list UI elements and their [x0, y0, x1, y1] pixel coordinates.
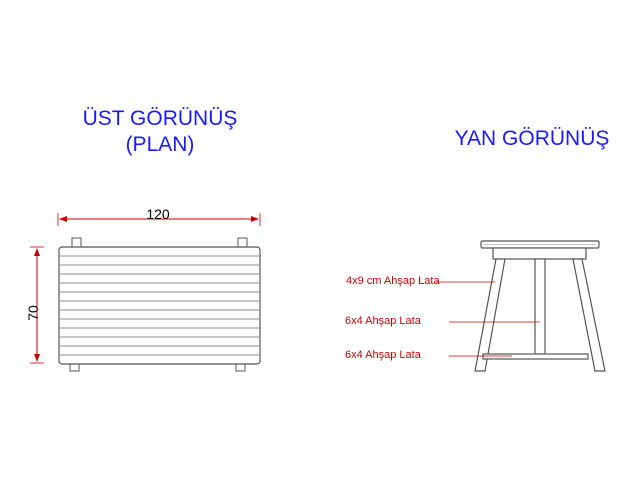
annotation-center-post: 6x4 Ahşap Lata — [345, 315, 421, 327]
dimension-width — [57, 213, 261, 226]
dimension-width-label: 120 — [146, 206, 170, 222]
side-view — [474, 240, 606, 372]
top-view-title-line1: ÜST GÖRÜNÜŞ — [82, 107, 238, 130]
bench-top-slats — [60, 255, 259, 356]
side-view-title: YAN GÖRÜNÜŞ — [454, 127, 610, 150]
side-center-post — [534, 258, 546, 355]
bench-top-outline — [58, 246, 261, 365]
side-lower-stretcher — [482, 353, 589, 360]
dimension-depth-label: 70 — [25, 305, 41, 321]
top-view-plan — [58, 237, 261, 372]
annotation-leaders — [436, 281, 540, 357]
dimension-depth — [30, 246, 44, 364]
top-view-title: ÜST GÖRÜNÜŞ (PLAN) — [40, 106, 280, 158]
side-apron — [492, 247, 587, 260]
annotation-top-board: 4x9 cm Ahşap Lata — [346, 275, 440, 287]
side-leg-right — [572, 258, 606, 372]
top-view-title-line2: (PLAN) — [125, 133, 195, 156]
side-leg-left — [474, 258, 506, 372]
annotation-lower-stretcher: 6x4 Ahşap Lata — [345, 349, 421, 361]
